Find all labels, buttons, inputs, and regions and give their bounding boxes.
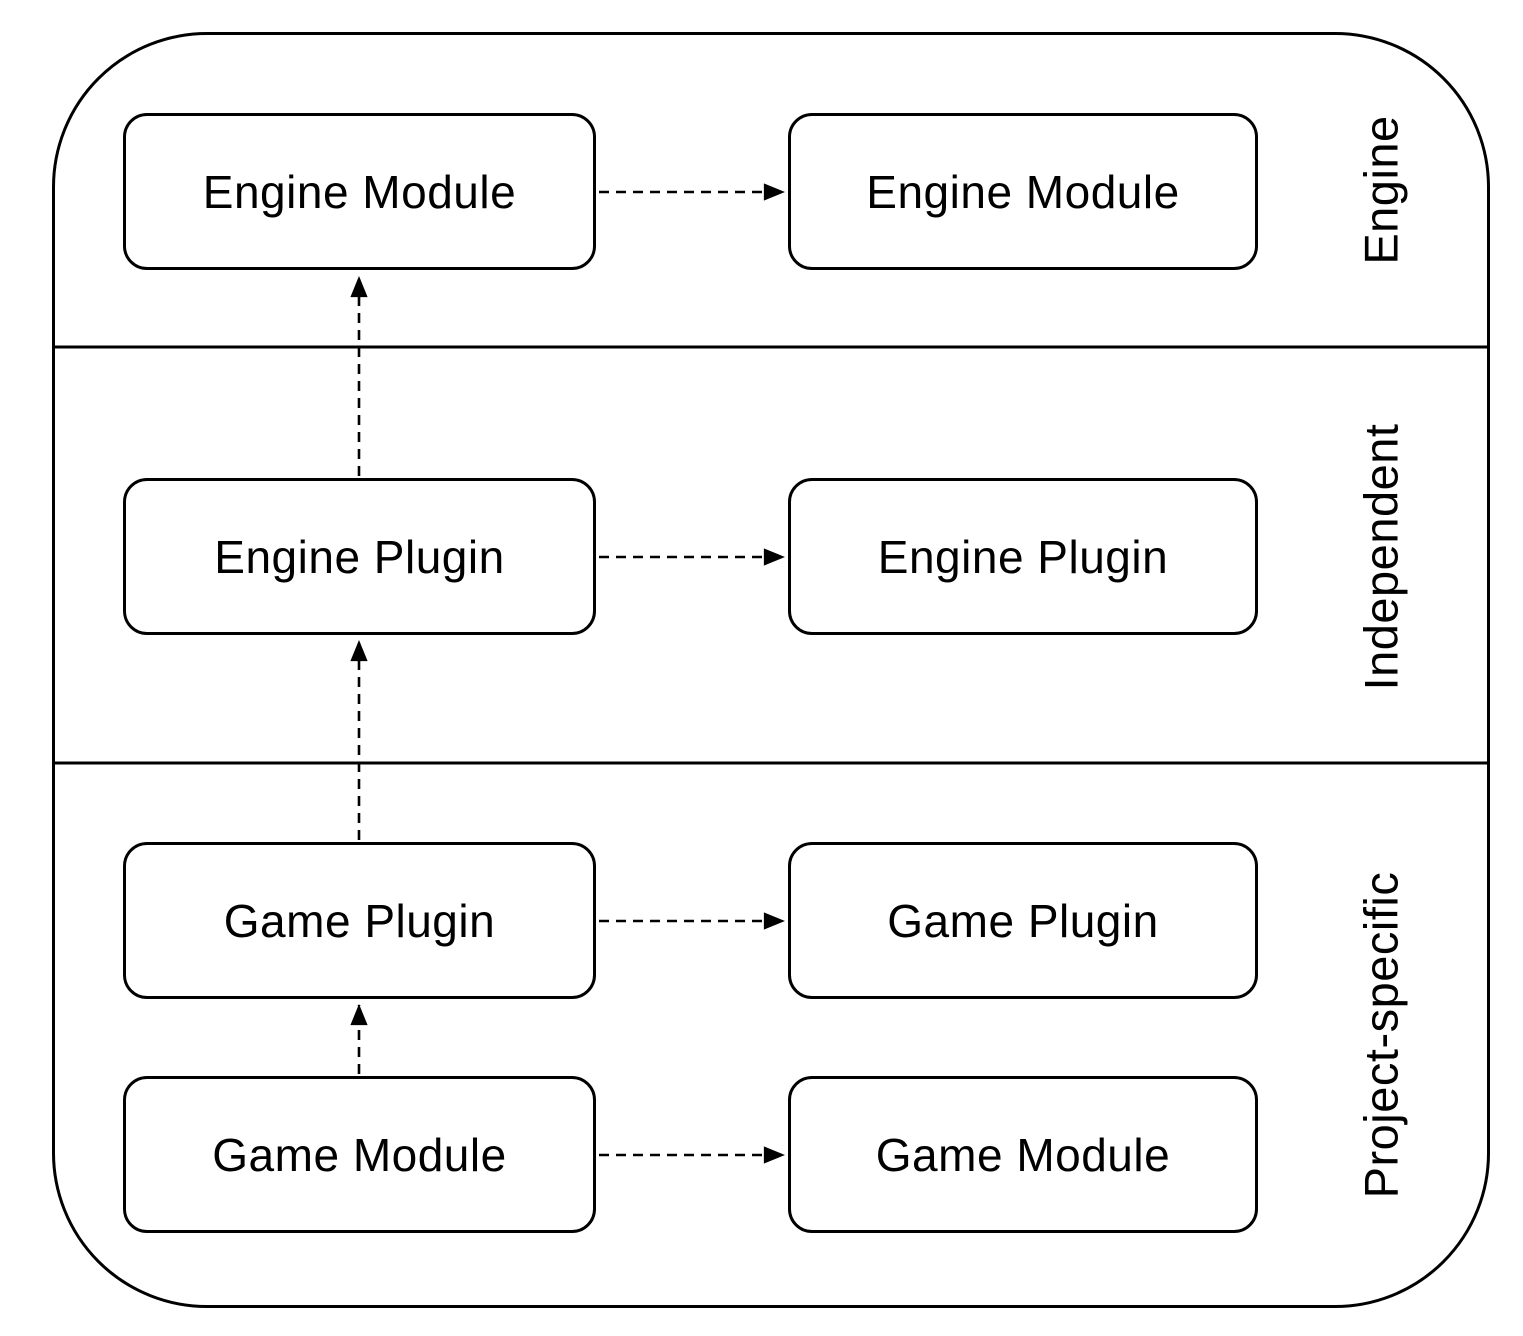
lane-label-engine: Engine: [1354, 115, 1408, 265]
lane-label-project-specific: Project-specific: [1354, 871, 1408, 1199]
node-label: Engine Plugin: [214, 530, 505, 583]
node-label: Game Module: [875, 1128, 1171, 1181]
node-engine-module-left: Engine Module: [123, 113, 596, 270]
node-game-plugin-right: Game Plugin: [788, 842, 1258, 999]
node-game-module-left: Game Module: [123, 1076, 596, 1233]
lane-label-independent: Independent: [1354, 423, 1408, 691]
node-game-plugin-left: Game Plugin: [123, 842, 596, 999]
node-label: Engine Module: [866, 165, 1180, 218]
node-engine-plugin-right: Engine Plugin: [788, 478, 1258, 635]
node-label: Game Plugin: [887, 894, 1159, 947]
node-game-module-right: Game Module: [788, 1076, 1258, 1233]
node-label: Engine Plugin: [877, 530, 1169, 583]
node-engine-module-right: Engine Module: [788, 113, 1258, 270]
node-engine-plugin-left: Engine Plugin: [123, 478, 596, 635]
node-label: Game Module: [212, 1128, 507, 1181]
node-label: Engine Module: [202, 165, 517, 218]
architecture-outer-frame: [52, 32, 1490, 1308]
node-label: Game Plugin: [223, 894, 496, 947]
